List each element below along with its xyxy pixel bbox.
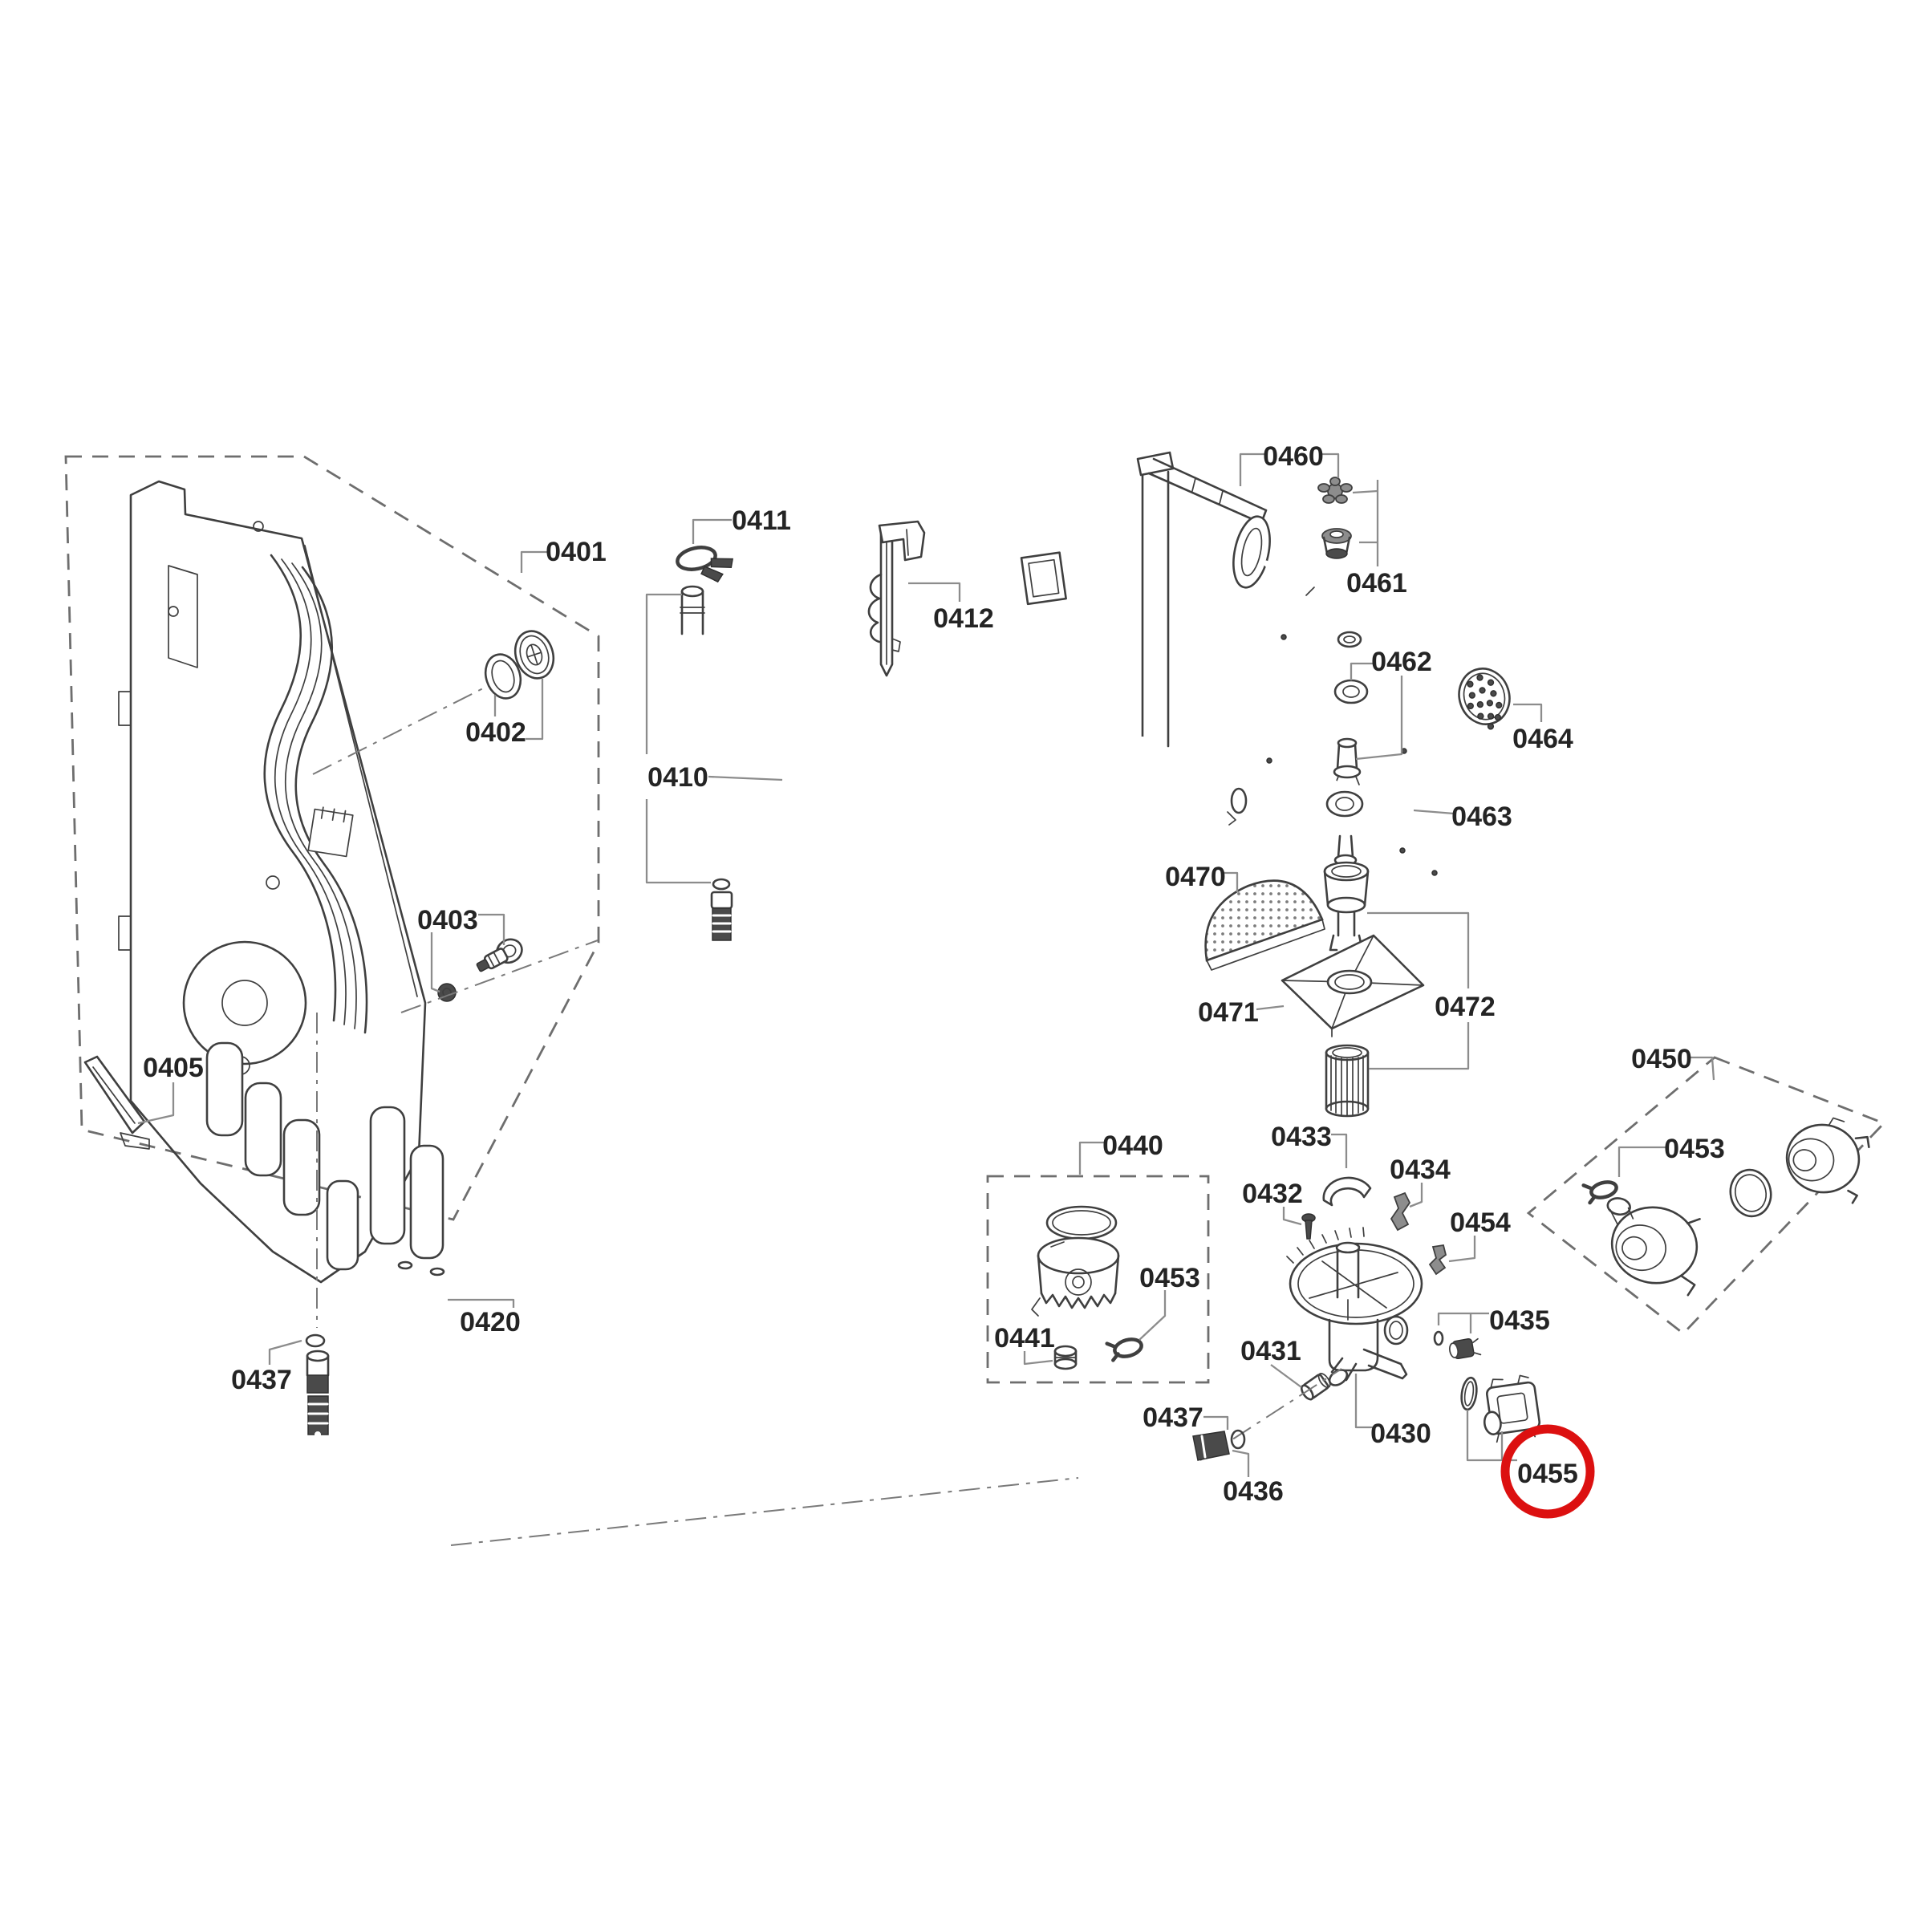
part-label-0430-28: 0430 (1370, 1419, 1431, 1449)
part-label-0453-22: 0453 (1139, 1263, 1200, 1293)
part-label-0433-18: 0433 (1271, 1122, 1332, 1152)
part-label-0420-7: 0420 (460, 1307, 521, 1337)
sump-assembly-0430 (1286, 1176, 1541, 1443)
panel-assembly-0401 (64, 455, 600, 1328)
part-label-0431-26: 0431 (1240, 1336, 1301, 1366)
motor-o-ring (1729, 1168, 1772, 1218)
standpipe-0472 (1323, 861, 1370, 952)
heat-pump-box-0440 (986, 1175, 1210, 1384)
feed-duct-0460 (1020, 451, 1268, 826)
part-label-0464-12: 0464 (1512, 724, 1573, 754)
part-label-0403-2: 0403 (417, 905, 478, 936)
drain-pump-0455 (1483, 1374, 1541, 1443)
u-bend-hose-0420 (397, 1260, 445, 1323)
sump-hose-0436 (1078, 1429, 1246, 1478)
screw-0432 (1301, 1213, 1316, 1240)
arm-nut-0461 (1317, 477, 1353, 504)
drain-hose-stake-0412 (867, 520, 926, 677)
part-label-0441-23: 0441 (994, 1323, 1055, 1354)
part-label-0471-15: 0471 (1198, 997, 1259, 1028)
feed-tube (1232, 515, 1362, 648)
heat-pump (1031, 1205, 1120, 1317)
o-ring-0455 (1460, 1376, 1478, 1411)
part-label-0410-4: 0410 (647, 762, 708, 793)
part-label-0462-11: 0462 (1371, 647, 1432, 677)
part-label-0401-0: 0401 (546, 537, 607, 567)
part-label-0402-1: 0402 (465, 717, 526, 748)
arm-bearing-0461 (1321, 528, 1352, 559)
filter-plate-0471 (1281, 934, 1425, 1037)
base-rail-0405 (83, 1055, 150, 1150)
highlight-circle (1500, 1424, 1595, 1519)
part-label-0454-21: 0454 (1450, 1208, 1511, 1238)
part-labels: 0401 0402 0403 0405 0410 0411 0412 0420 0437 0460… (143, 441, 1725, 1519)
part-label-0437-29: 0437 (1143, 1402, 1203, 1433)
bottom-hoses (305, 1260, 1342, 1548)
hose-clamp-0411 (676, 546, 734, 583)
part-label-0411-5: 0411 (732, 505, 791, 536)
part-label-0434-20: 0434 (1390, 1155, 1451, 1185)
bearing-ring-0433 (1322, 1176, 1372, 1207)
part-label-0460-9: 0460 (1263, 441, 1324, 472)
motor-box-0450 (1526, 1056, 1886, 1335)
filter-assembly (1204, 861, 1425, 1118)
part-label-0440-17: 0440 (1102, 1130, 1163, 1161)
hose-clamp-0453-b (1581, 1180, 1618, 1205)
part-label-0412-6: 0412 (933, 603, 994, 634)
part-label-0405-3: 0405 (143, 1053, 204, 1083)
check-valve-0403 (437, 938, 523, 1002)
circulation-motor-lower (1606, 1197, 1701, 1297)
part-label-0453-25: 0453 (1664, 1134, 1725, 1164)
sump-body (1286, 1227, 1423, 1386)
part-label-0463-13: 0463 (1451, 802, 1512, 832)
shower-disc-0464 (1458, 668, 1511, 730)
upper-spray-arm-0462 (1255, 618, 1439, 786)
part-label-0436-30: 0436 (1223, 1476, 1284, 1507)
part-label-0455-31: 0455 (1517, 1459, 1578, 1489)
spray-arm-assembly (1020, 451, 1511, 890)
micro-filter-0472 (1325, 1044, 1370, 1118)
drain-hose-0437 (305, 1333, 450, 1548)
part-label-0432-19: 0432 (1242, 1179, 1303, 1209)
part-label-0461-10: 0461 (1346, 568, 1407, 599)
pump-cap-0441 (1053, 1345, 1078, 1370)
part-label-0472-16: 0472 (1435, 992, 1496, 1022)
micro-valve-0435 (1433, 1330, 1482, 1360)
part-label-0437-8: 0437 (231, 1365, 292, 1395)
clip-0434 (1390, 1191, 1411, 1232)
mesh-filter-0470 (1204, 879, 1325, 971)
hose-clamp-0453-a (1105, 1337, 1143, 1362)
clip-0454 (1428, 1244, 1447, 1276)
circulation-motor-upper (1785, 1117, 1870, 1204)
coupling-0431 (1301, 1373, 1331, 1401)
part-label-0470-14: 0470 (1165, 862, 1226, 892)
fill-hose-0410 (676, 546, 821, 949)
part-label-0435-27: 0435 (1489, 1305, 1550, 1336)
leader-lines (137, 453, 1715, 1477)
part-label-0450-24: 0450 (1631, 1044, 1692, 1074)
vent-seal-0402 (484, 630, 555, 700)
